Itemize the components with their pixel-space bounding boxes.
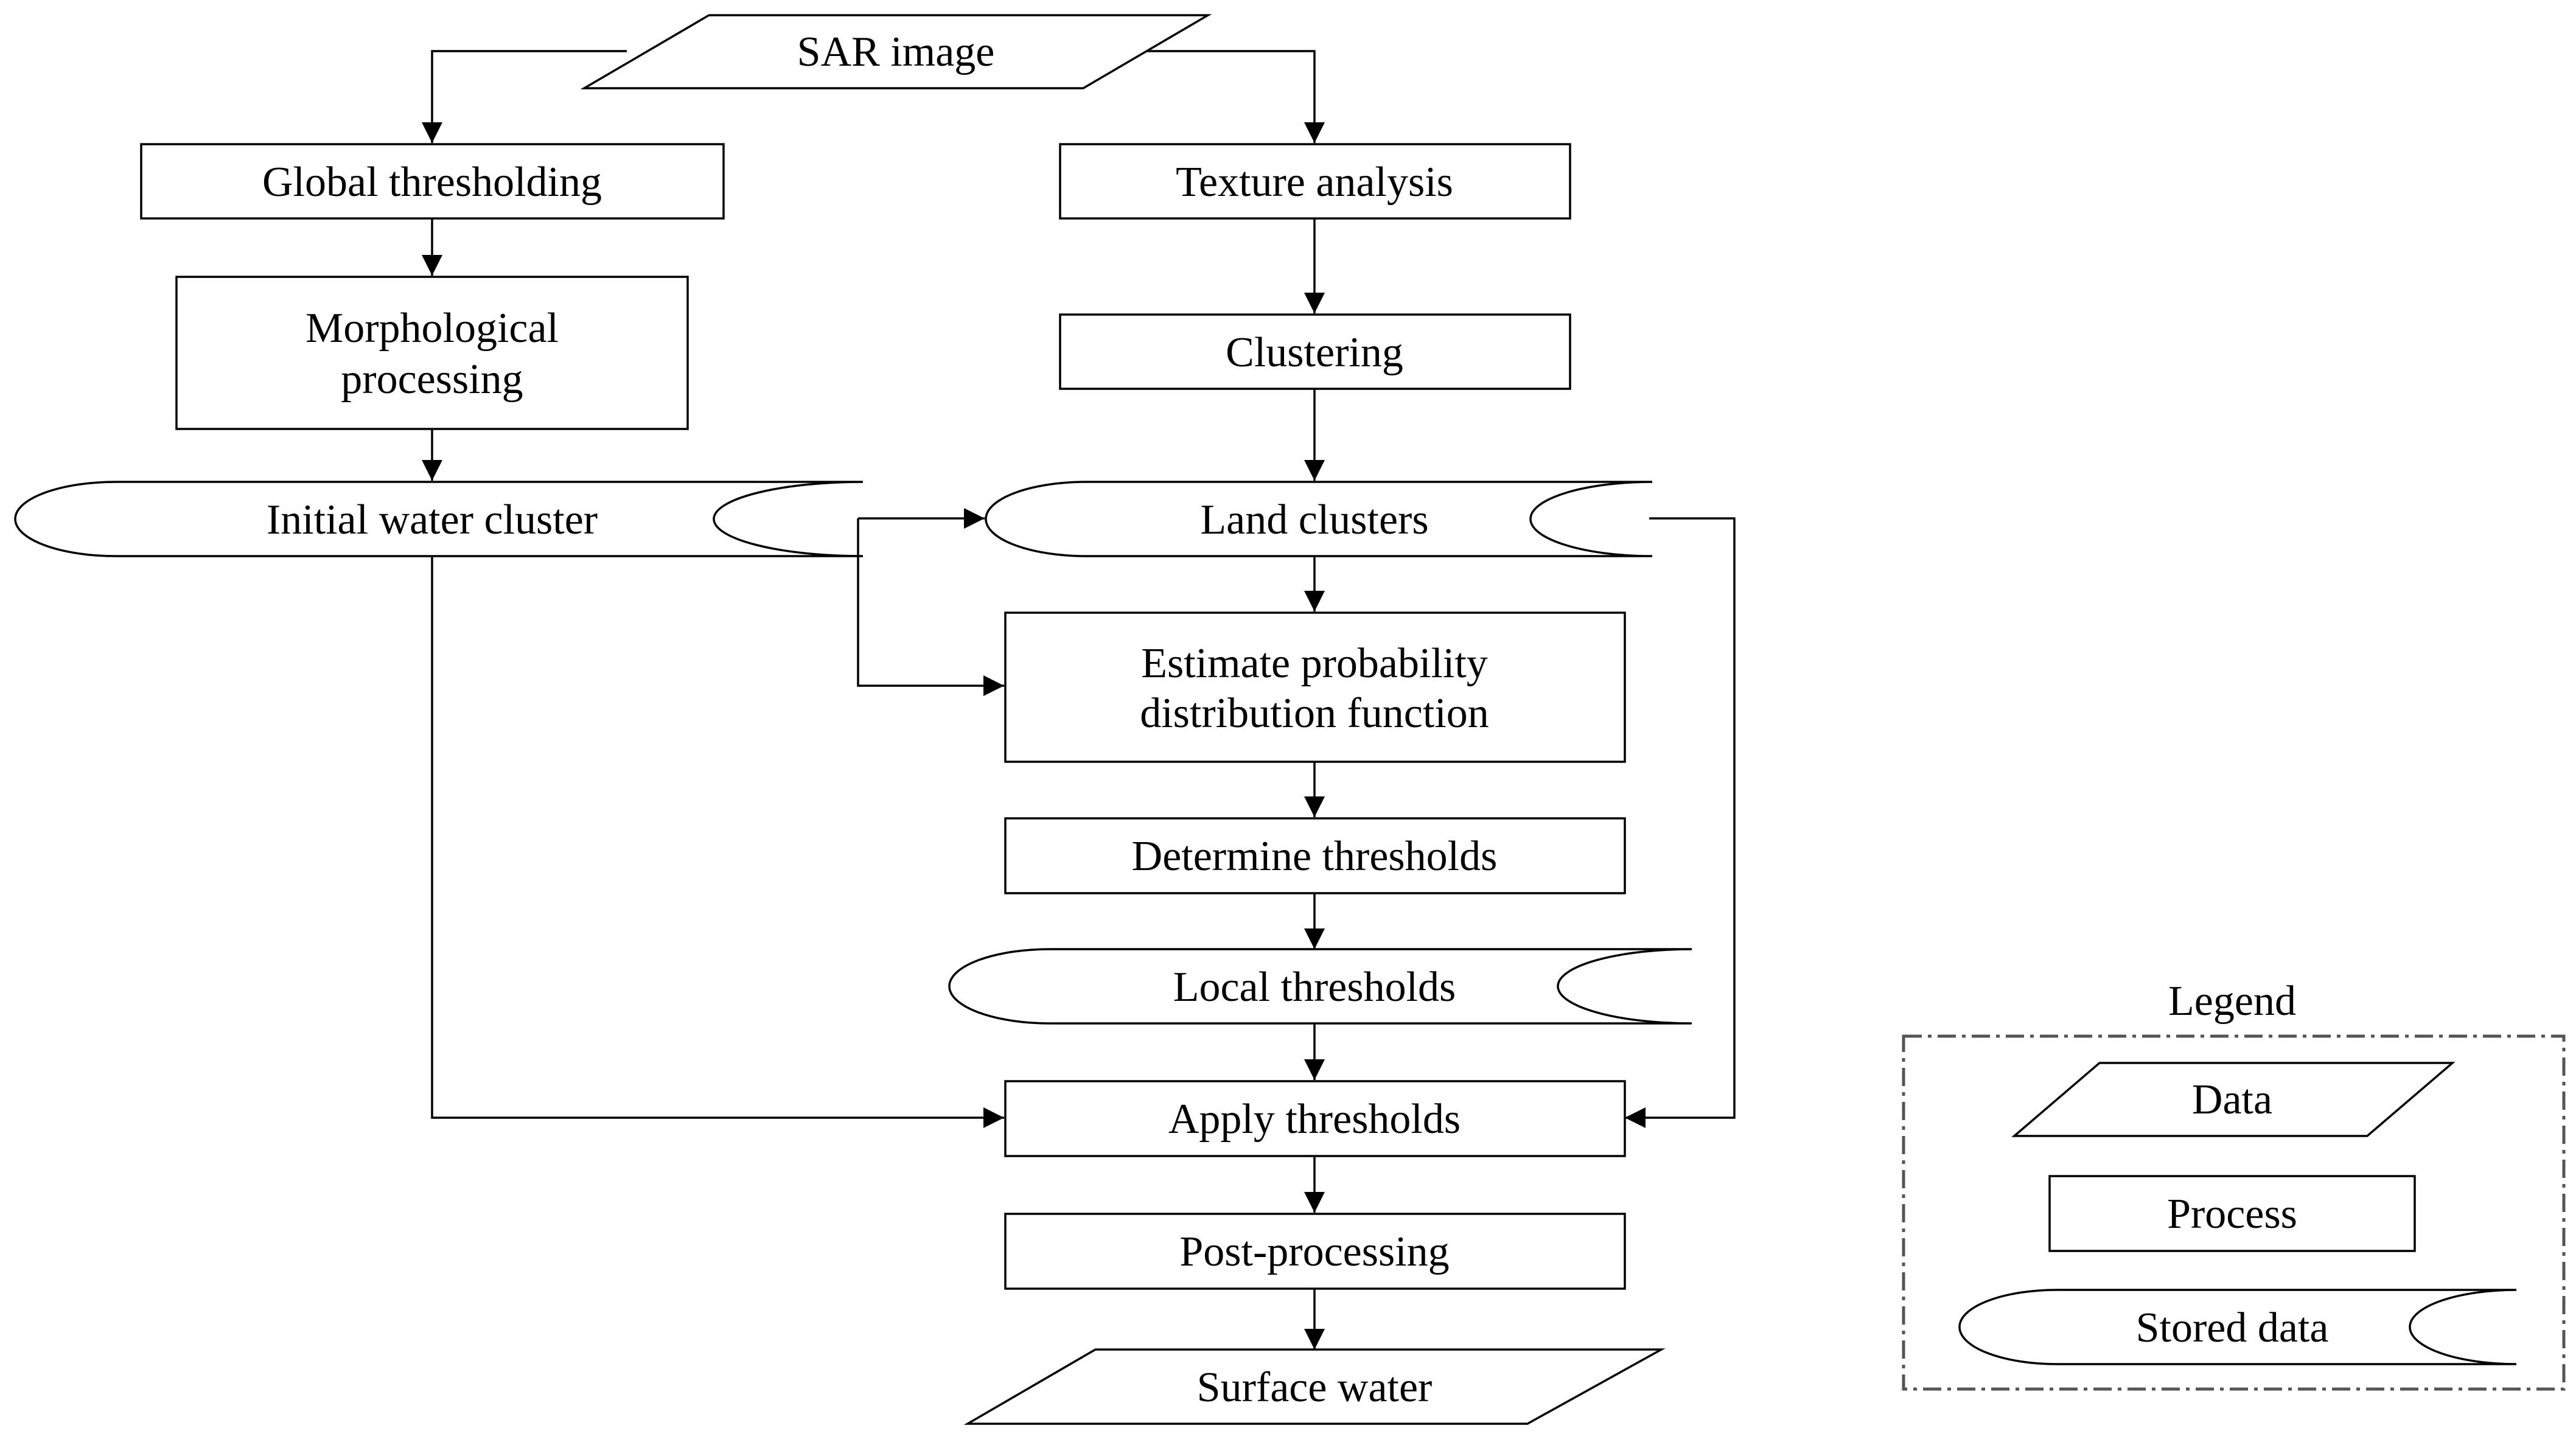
data-node-surface-water: Surface water	[963, 1348, 1666, 1425]
legend-title: Legend	[2168, 978, 2296, 1025]
determine-thresholds-label: Determine thresholds	[1132, 833, 1498, 880]
morphological-label-line1: Morphological	[305, 305, 559, 352]
stored-node-land-clusters: Land clusters	[985, 481, 1653, 557]
sar-image-label: SAR image	[797, 29, 995, 75]
edges	[422, 50, 1736, 1350]
edge-initial-to-apply	[431, 556, 1004, 1128]
data-node-sar-image: SAR image	[580, 14, 1212, 89]
local-thresholds-label: Local thresholds	[1173, 964, 1456, 1011]
apply-thresholds-label: Apply thresholds	[1168, 1096, 1461, 1143]
edge-sar-to-texture	[1144, 50, 1325, 143]
legend-item-process: Process	[2048, 1175, 2416, 1252]
process-node-morphological-processing: Morphological processing	[175, 276, 689, 430]
legend-item-data: Data	[2011, 1062, 2456, 1137]
edge-sar-to-global	[422, 50, 627, 143]
process-node-estimate-pdf: Estimate probability distribution functi…	[1004, 611, 1626, 763]
legend-frame	[1902, 1034, 2566, 1391]
process-node-clustering: Clustering	[1059, 313, 1571, 390]
clustering-label: Clustering	[1226, 329, 1403, 376]
legend-process-label: Process	[2167, 1191, 2297, 1238]
surface-water-label: Surface water	[1197, 1364, 1433, 1411]
texture-analysis-label: Texture analysis	[1176, 159, 1453, 206]
process-node-apply-thresholds: Apply thresholds	[1004, 1080, 1626, 1157]
legend-item-stored-data: Stored data	[1958, 1289, 2517, 1365]
stored-node-local-thresholds: Local thresholds	[948, 948, 1692, 1025]
land-clusters-label: Land clusters	[1200, 496, 1428, 543]
edge-initial-to-estimate	[857, 518, 1004, 696]
estimate-pdf-label-line1: Estimate probability	[1141, 640, 1488, 687]
global-thresholding-label: Global thresholding	[262, 159, 602, 206]
initial-water-cluster-label: Initial water cluster	[267, 496, 598, 543]
process-node-post-processing: Post-processing	[1004, 1213, 1626, 1290]
stored-node-initial-water-cluster: Initial water cluster	[14, 481, 864, 557]
legend-data-label: Data	[2192, 1076, 2272, 1123]
legend-stored-data-label: Stored data	[2136, 1304, 2329, 1351]
estimate-pdf-label-line2: distribution function	[1140, 690, 1489, 737]
legend: Legend Data Process Stored data	[1902, 978, 2566, 1391]
post-processing-label: Post-processing	[1179, 1228, 1449, 1275]
process-node-determine-thresholds: Determine thresholds	[1004, 817, 1626, 894]
morphological-label-line2: processing	[341, 356, 523, 403]
process-node-global-thresholding: Global thresholding	[140, 143, 725, 220]
process-node-texture-analysis: Texture analysis	[1059, 143, 1571, 220]
edge-land-to-apply	[1625, 517, 1736, 1128]
